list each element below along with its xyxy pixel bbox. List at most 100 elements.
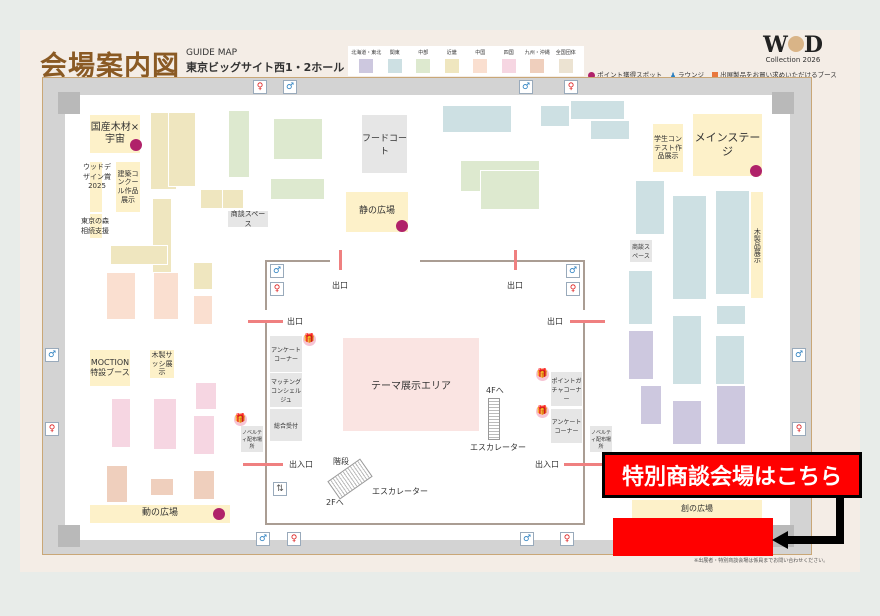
booth-cluster[interactable] — [628, 330, 654, 380]
entrance-arrow — [243, 463, 283, 466]
booth-cluster[interactable] — [193, 415, 215, 455]
booth-cluster[interactable] — [193, 470, 215, 500]
escalator-label: エスカレーター — [470, 443, 526, 452]
special-meeting-area-highlight[interactable] — [613, 518, 773, 556]
shop-icon — [711, 72, 718, 78]
booth-cluster[interactable] — [640, 385, 662, 425]
zone-food-court[interactable]: フードコート — [362, 115, 407, 173]
exit-label: 出口 — [332, 281, 348, 290]
legend-item: 近畿 — [440, 49, 464, 73]
region-legend: 北海道・東北 関東 中部 近畿 中国 四国 九州・沖縄 全国団体 — [348, 46, 584, 76]
booth-cluster[interactable] — [106, 272, 136, 320]
booth-cluster[interactable] — [195, 382, 217, 410]
zone-do-hiroba[interactable]: 動の広場 — [90, 505, 230, 523]
enquete-corner-right[interactable]: アンケートコーナー — [551, 409, 582, 443]
womens-restroom-icon: ♀ — [566, 282, 580, 296]
booth-cluster[interactable] — [111, 398, 131, 448]
booth-cluster[interactable] — [442, 105, 512, 133]
booth-cluster[interactable] — [270, 178, 325, 200]
booth-cluster[interactable] — [672, 315, 702, 385]
booth-cluster[interactable] — [715, 335, 745, 385]
mens-restroom-icon: ♂ — [283, 80, 297, 94]
pointer-arrow-line — [836, 498, 844, 544]
booth-cluster[interactable] — [715, 190, 750, 295]
point-spot-icon — [130, 139, 142, 151]
zone-mokusei[interactable]: 木製品展示 — [751, 192, 763, 298]
zone-tokyo-mori[interactable] — [90, 214, 102, 238]
booth-cluster[interactable] — [716, 385, 746, 445]
booth-cluster[interactable] — [672, 400, 702, 445]
page-title: 会場案内図 — [40, 51, 180, 82]
mens-restroom-icon: ♂ — [270, 264, 284, 278]
legend-item: 北海道・東北 — [351, 49, 381, 73]
novelty-left[interactable]: ノベルティ配布場所 — [241, 426, 263, 452]
legend-item: 九州・沖縄 — [525, 49, 550, 73]
booth-cluster[interactable] — [628, 270, 653, 325]
zone-moction[interactable]: MOCTION特設ブース — [90, 350, 130, 386]
stairs-label: 階段 — [333, 457, 349, 466]
zone-shodan-space-2[interactable]: 商談スペース — [630, 240, 652, 262]
enquete-corner-left[interactable]: アンケートコーナー — [270, 336, 302, 372]
zone-gakusei[interactable]: 学生コンテスト作品展示 — [653, 124, 683, 172]
booth-cluster[interactable] — [222, 189, 244, 209]
booth-cluster[interactable] — [153, 272, 179, 320]
booth-cluster[interactable] — [152, 198, 172, 278]
reception[interactable]: 総合受付 — [270, 409, 302, 441]
booth-cluster[interactable] — [153, 398, 177, 450]
exit-label: 出口 — [507, 281, 523, 290]
escalator-4f — [488, 398, 500, 440]
womens-restroom-icon: ♀ — [270, 282, 284, 296]
zone-so-hiroba[interactable]: 創の広場 — [632, 500, 762, 518]
exit-label: 出口 — [287, 317, 303, 326]
booth-cluster[interactable] — [570, 100, 625, 120]
zone-wood-design[interactable] — [90, 162, 102, 212]
matching-concierge[interactable]: マッチングコンシェルジュ — [270, 373, 302, 407]
booth-cluster[interactable] — [590, 120, 630, 140]
pointer-arrow-line — [786, 536, 844, 544]
special-meeting-banner[interactable]: 特別商談会場はこちら — [602, 452, 862, 498]
wall-gap — [263, 310, 267, 320]
map-key: ポイント獲得スポット ♟ ラウンジ 出展製品をお買い求めいただけるブース — [588, 69, 837, 79]
gift-icon: 🎁 — [536, 405, 549, 418]
point-gacha-corner[interactable]: ポイントガチャコーナー — [551, 372, 582, 406]
mens-restroom-icon: ♂ — [45, 348, 59, 362]
booth-cluster[interactable] — [150, 478, 174, 496]
legend-item: 四国 — [497, 49, 521, 73]
booth-cluster[interactable] — [635, 180, 665, 235]
legend-item: 中部 — [411, 49, 435, 73]
pillar — [58, 525, 80, 547]
booth-cluster[interactable] — [168, 112, 196, 187]
pointer-arrow-head — [772, 531, 788, 549]
booth-cluster[interactable] — [273, 118, 323, 160]
legend-item: 中国 — [468, 49, 492, 73]
zone-shodan-space[interactable]: 商談スペース — [228, 210, 268, 228]
pillar — [58, 92, 80, 114]
booth-cluster[interactable] — [110, 245, 168, 265]
exit-arrow — [570, 320, 605, 323]
booth-cluster[interactable] — [193, 295, 213, 325]
entrance-label: 出入口 — [289, 460, 313, 469]
booth-cluster[interactable] — [716, 305, 746, 325]
zone-sash[interactable]: 木製サッシ展示 — [150, 350, 174, 378]
to-4f-label: 4Fへ — [486, 386, 504, 395]
point-spot-icon — [213, 508, 225, 520]
womens-restroom-icon: ♀ — [560, 532, 574, 546]
womens-restroom-icon: ♀ — [45, 422, 59, 436]
booth-cluster[interactable] — [540, 105, 570, 127]
zone-main-stage[interactable]: メインステージ — [693, 114, 762, 176]
theme-exhibit-area[interactable]: テーマ展示エリア — [343, 338, 479, 431]
booth-cluster[interactable] — [193, 262, 213, 290]
gift-icon: 🎁 — [303, 333, 316, 346]
gift-icon: 🎁 — [234, 413, 247, 426]
zone-kenchiku[interactable]: 建築コンクール作品展示 — [116, 162, 140, 212]
booth-cluster[interactable] — [672, 195, 707, 300]
booth-cluster[interactable] — [106, 465, 128, 503]
mens-restroom-icon: ♂ — [520, 532, 534, 546]
footnote: ※出展者・特別商談会場は係員までお問い合わせください。 — [694, 558, 829, 564]
point-spot-icon — [588, 71, 595, 79]
exit-arrow — [248, 320, 283, 323]
novelty-right[interactable]: ノベルティ配布場所 — [590, 426, 612, 452]
mens-restroom-icon: ♂ — [566, 264, 580, 278]
booth-cluster[interactable] — [228, 110, 250, 178]
booth-cluster[interactable] — [480, 170, 540, 210]
